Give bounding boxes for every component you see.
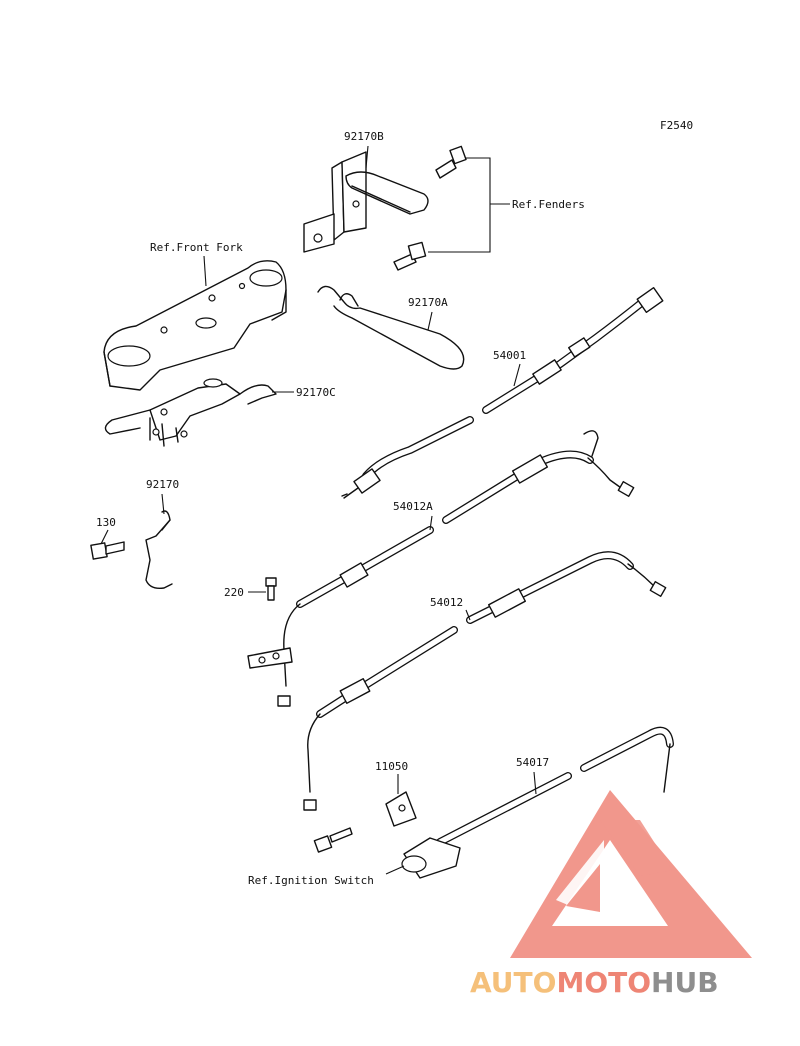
- leader-ref-ignition-switch: [385, 865, 405, 875]
- label-54001: 54001: [493, 349, 526, 362]
- leader-54012: [465, 609, 471, 621]
- label-92170C: 92170C: [296, 386, 336, 399]
- bolt-upper-fenders: [435, 145, 467, 179]
- watermark-text: AUTOMOTOHUB: [470, 966, 719, 999]
- label-ref-ignition-switch: Ref.Ignition Switch: [248, 874, 374, 887]
- label-54017: 54017: [516, 756, 549, 769]
- label-92170B: 92170B: [344, 130, 384, 143]
- screw-220: [265, 577, 277, 601]
- leader-ref-front-fork: [203, 255, 207, 287]
- leader-ref-fenders: [428, 157, 510, 253]
- cable-54012A: [277, 430, 635, 707]
- bolt-ignition: [313, 827, 353, 853]
- label-92170: 92170: [146, 478, 179, 491]
- label-92170A: 92170A: [408, 296, 448, 309]
- label-ref-fenders: Ref.Fenders: [512, 198, 585, 211]
- bracket-11050: [385, 791, 417, 827]
- label-54012A: 54012A: [393, 500, 433, 513]
- front-fork-bracket: [103, 260, 287, 391]
- leader-54017: [533, 771, 537, 795]
- leader-54001: [513, 363, 521, 387]
- watermark-moto: MOTO: [556, 966, 651, 999]
- clamp-92170: [145, 510, 173, 590]
- label-220: 220: [224, 586, 244, 599]
- watermark-auto: AUTO: [470, 966, 556, 999]
- leader-54012A: [429, 515, 433, 531]
- label-130: 130: [96, 516, 116, 529]
- leader-92170A: [427, 311, 433, 331]
- watermark-hub: HUB: [651, 966, 719, 999]
- label-54012: 54012: [430, 596, 463, 609]
- throttle-bracket: [247, 647, 293, 669]
- clip-92170C: [104, 378, 277, 447]
- watermark-logo: [510, 790, 752, 958]
- label-11050: 11050: [375, 760, 408, 773]
- cable-54001: [341, 287, 664, 499]
- bolt-lower-fenders: [393, 241, 427, 271]
- cable-54017: [401, 726, 674, 879]
- clamp-92170A: [317, 285, 465, 370]
- bracket-92170B: [303, 151, 429, 253]
- label-ref-front-fork: Ref.Front Fork: [150, 241, 243, 254]
- leader-92170B: [365, 145, 369, 169]
- bolt-130: [90, 541, 125, 560]
- cable-54012: [303, 551, 667, 811]
- figure-code: F2540: [660, 119, 693, 132]
